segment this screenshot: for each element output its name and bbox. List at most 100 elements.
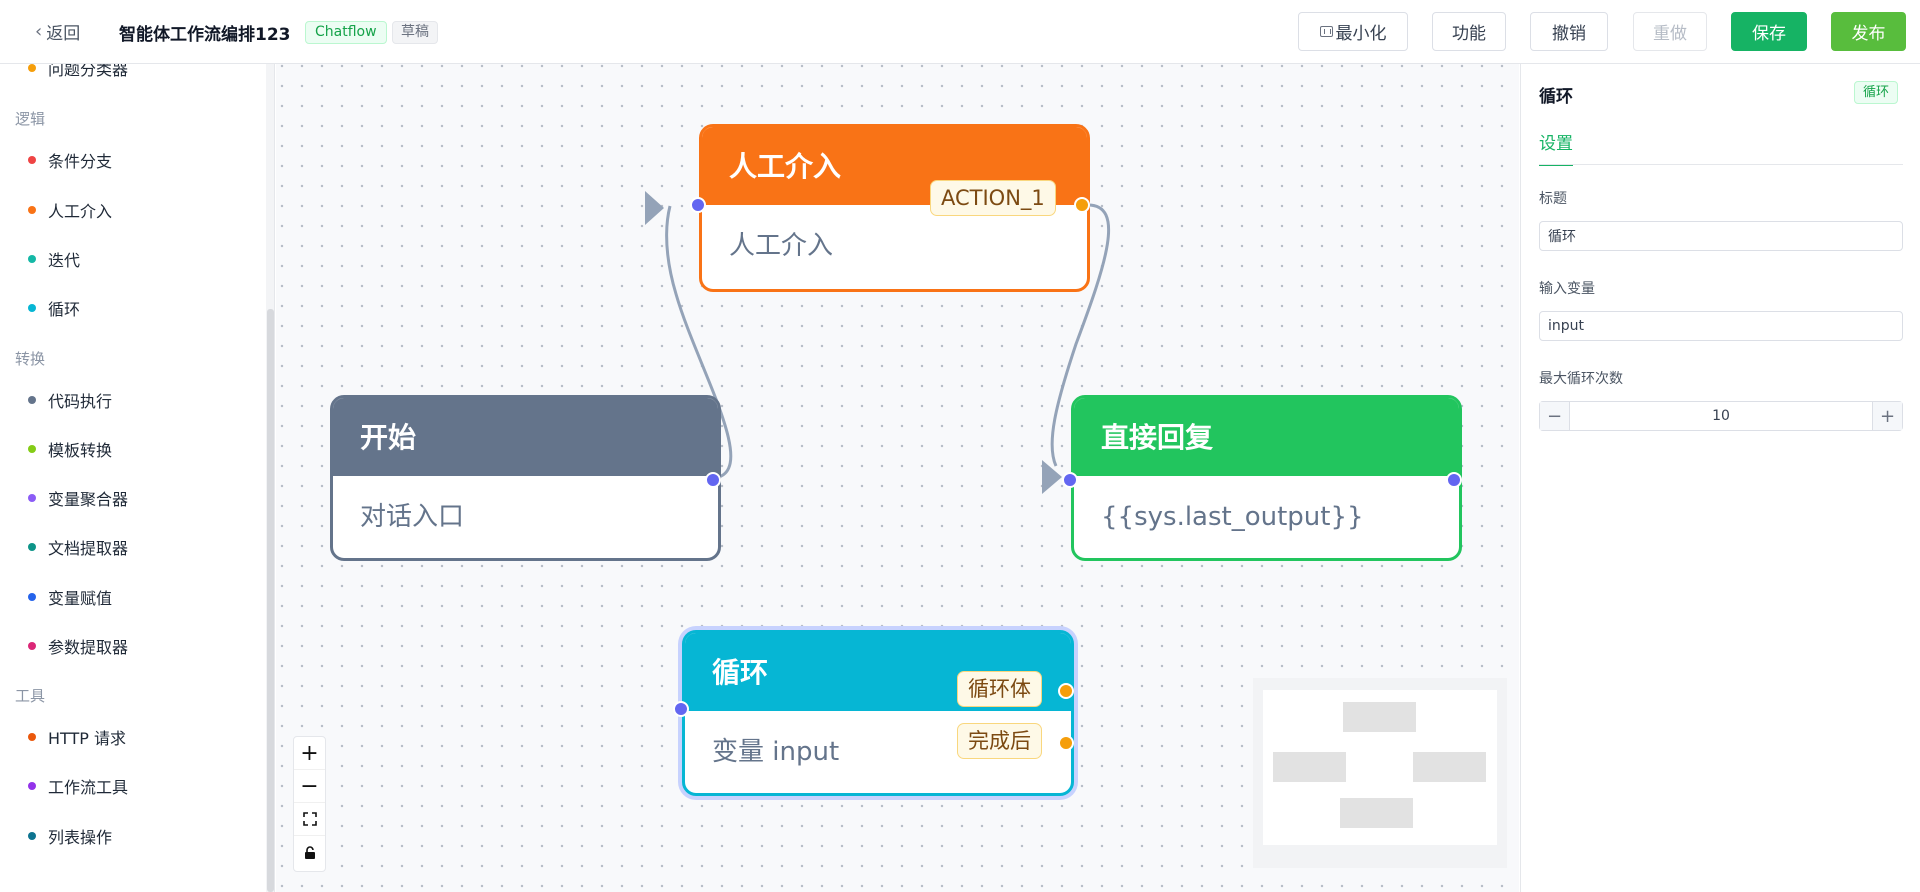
input-port[interactable] — [673, 701, 689, 717]
output-port-loop-body[interactable] — [1058, 683, 1074, 699]
dot-icon — [28, 156, 36, 164]
sidebar-item-label: 循环 — [48, 300, 81, 319]
node-type-badge: 循环 — [1854, 81, 1899, 104]
back-button[interactable]: ‹ 返回 — [35, 19, 80, 44]
dot-icon — [28, 782, 36, 790]
branch-tag-loop-body: 循环体 — [957, 671, 1042, 707]
sidebar-item-list-op[interactable]: 列表操作 — [28, 824, 112, 848]
group-title-tools: 工具 — [15, 687, 46, 705]
tab-divider — [1539, 164, 1903, 165]
max-loop-stepper: − 10 + — [1539, 401, 1903, 431]
sidebar-item-label: 变量聚合器 — [48, 490, 129, 509]
back-label: 返回 — [46, 24, 81, 44]
output-port[interactable] — [1446, 472, 1462, 488]
app-type-tag: Chatflow — [305, 21, 387, 44]
node-body: 人工介入 — [729, 231, 834, 261]
input-port[interactable] — [690, 197, 706, 213]
output-port[interactable] — [1074, 197, 1090, 213]
sidebar-scrollbar-thumb[interactable] — [267, 309, 274, 892]
sidebar-item-label: 文档提取器 — [48, 539, 129, 558]
minimap-viewport — [1263, 690, 1497, 845]
input-port[interactable] — [1062, 472, 1078, 488]
minimap-node — [1343, 702, 1416, 732]
edge-arrow-icon — [1042, 460, 1062, 494]
minimap-node — [1413, 752, 1486, 782]
node-title: 人工介入 — [702, 127, 1087, 205]
node-human[interactable]: 人工介入 人工介入 ACTION_1 — [690, 124, 1090, 292]
branch-tag-done: 完成后 — [957, 723, 1042, 759]
sidebar-item-label: 迭代 — [48, 251, 81, 270]
dot-icon — [28, 494, 36, 502]
output-port[interactable] — [705, 472, 721, 488]
minimap-node — [1340, 798, 1413, 828]
node-reply[interactable]: 直接回复 {{sys.last_output}} — [1062, 395, 1462, 561]
sidebar-item-code[interactable]: 代码执行 — [28, 388, 112, 412]
max-loop-label: 最大循环次数 — [1539, 371, 1623, 387]
sidebar-item-label: 列表操作 — [48, 828, 113, 847]
zoom-out-button[interactable]: − — [294, 770, 325, 803]
dot-icon — [28, 593, 36, 601]
app-title: 智能体工作流编排123 — [119, 25, 291, 45]
lock-button[interactable] — [294, 836, 325, 869]
status-badge: 草稿 — [392, 21, 438, 44]
input-var-field[interactable] — [1539, 311, 1903, 341]
sidebar-item-condition[interactable]: 条件分支 — [28, 148, 112, 172]
node-body: 对话入口 — [360, 502, 465, 532]
dot-icon — [28, 255, 36, 263]
sidebar-item-aggregator[interactable]: 变量聚合器 — [28, 486, 128, 510]
sidebar-item-label: 代码执行 — [48, 392, 113, 411]
minimize-icon — [1319, 26, 1333, 37]
dot-icon — [28, 642, 36, 650]
dot-icon — [28, 543, 36, 551]
output-port-done[interactable] — [1058, 735, 1074, 751]
sidebar-item-label: 模板转换 — [48, 441, 113, 460]
edge-arrow-icon — [645, 191, 664, 225]
edge-start-to-human[interactable] — [665, 205, 733, 479]
sidebar-item-question-classifier[interactable]: 问题分类器 — [28, 64, 128, 80]
decrement-button[interactable]: − — [1540, 402, 1570, 430]
sidebar-item-template[interactable]: 模板转换 — [28, 437, 112, 461]
save-button[interactable]: 保存 — [1731, 12, 1807, 51]
node-loop[interactable]: 循环 变量 input 循环体 完成后 — [673, 630, 1074, 796]
sidebar-item-iteration[interactable]: 迭代 — [28, 247, 80, 271]
sidebar-item-doc-extractor[interactable]: 文档提取器 — [28, 535, 128, 559]
sidebar-item-label: 参数提取器 — [48, 638, 129, 657]
zoom-controls: + − — [293, 736, 326, 872]
title-field-label: 标题 — [1539, 191, 1567, 207]
dot-icon — [28, 396, 36, 404]
sidebar-item-param-extractor[interactable]: 参数提取器 — [28, 634, 128, 658]
panel-title: 循环 — [1539, 87, 1573, 107]
sidebar-item-workflow-tool[interactable]: 工作流工具 — [28, 774, 128, 798]
features-button[interactable]: 功能 — [1432, 12, 1506, 51]
undo-button[interactable]: 撤销 — [1530, 12, 1608, 51]
minimap[interactable] — [1253, 678, 1507, 868]
title-field[interactable] — [1539, 221, 1903, 251]
fit-view-button[interactable] — [294, 803, 325, 836]
sidebar-item-human[interactable]: 人工介入 — [28, 198, 112, 222]
fit-view-icon — [302, 812, 317, 826]
tab-settings[interactable]: 设置 — [1539, 129, 1573, 166]
sidebar-item-loop[interactable]: 循环 — [28, 296, 80, 320]
node-start[interactable]: 开始 对话入口 — [330, 395, 721, 561]
sidebar-item-assigner[interactable]: 变量赋值 — [28, 585, 112, 609]
minimize-button[interactable]: 最小化 — [1298, 12, 1408, 51]
node-config-panel: 循环 循环 设置 标题 输入变量 最大循环次数 − 10 + — [1520, 64, 1920, 892]
sidebar-item-label: HTTP 请求 — [48, 729, 127, 748]
redo-button[interactable]: 重做 — [1633, 12, 1707, 51]
workflow-canvas[interactable]: 人工介入 人工介入 ACTION_1 开始 对话入口 直接回复 {{sys.la… — [276, 64, 1519, 892]
node-title: 开始 — [333, 398, 718, 476]
group-title-logic: 逻辑 — [15, 110, 46, 128]
sidebar-item-label: 变量赋值 — [48, 589, 113, 608]
dot-icon — [28, 206, 36, 214]
dot-icon — [28, 64, 36, 72]
max-loop-value[interactable]: 10 — [1712, 408, 1730, 424]
edge-human-to-reply[interactable] — [1050, 203, 1110, 467]
increment-button[interactable]: + — [1872, 402, 1902, 430]
edges-layer — [645, 191, 1110, 494]
node-body: {{sys.last_output}} — [1101, 502, 1364, 532]
sidebar-item-http[interactable]: HTTP 请求 — [28, 725, 126, 749]
zoom-in-button[interactable]: + — [294, 737, 325, 770]
publish-button[interactable]: 发布 — [1831, 12, 1906, 51]
branch-tag-action: ACTION_1 — [930, 180, 1056, 216]
lock-icon — [304, 845, 315, 859]
